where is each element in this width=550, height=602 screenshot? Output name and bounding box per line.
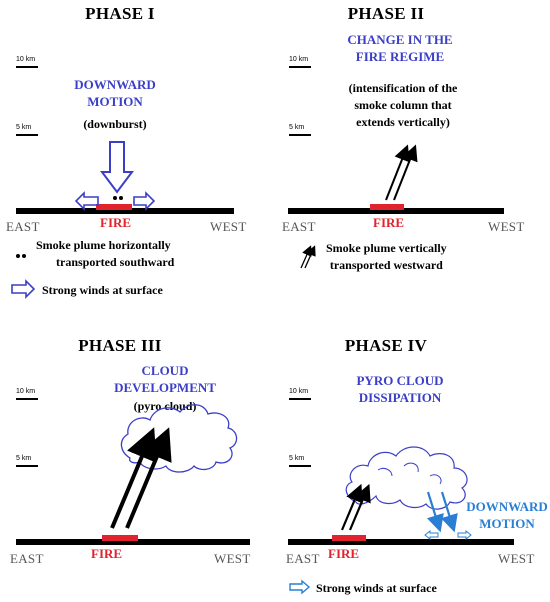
scale-bar-10km bbox=[289, 398, 311, 400]
smoke-dot-icon bbox=[113, 196, 117, 200]
legend-line: transported westward bbox=[329, 258, 443, 272]
scale-bar-5km bbox=[289, 134, 311, 136]
black-label-line: smoke column that bbox=[354, 98, 452, 112]
downburst-label: (downburst) bbox=[83, 117, 147, 131]
fire-label: FIRE bbox=[100, 215, 132, 230]
ground-line bbox=[288, 208, 504, 214]
legend-arrows-text: Smoke plume vertically transported westw… bbox=[326, 240, 447, 274]
legend-line: Smoke plume horizontally bbox=[36, 238, 171, 252]
blue-label-line: DISSIPATION bbox=[358, 390, 442, 405]
blue-label-line: MOTION bbox=[479, 516, 535, 531]
scale-label-10km: 10 km bbox=[16, 56, 36, 63]
ground-line bbox=[288, 539, 514, 545]
legend-wind-arrow-icon bbox=[11, 279, 36, 299]
ground-line bbox=[16, 208, 234, 214]
east-label: EAST bbox=[6, 219, 40, 234]
fire-label: FIRE bbox=[91, 546, 123, 561]
west-label: WEST bbox=[488, 219, 525, 234]
east-label: EAST bbox=[286, 551, 320, 566]
pyro-cloud-dissipation-label: PYRO CLOUD DISSIPATION bbox=[340, 372, 460, 406]
smoke-column-arrow bbox=[393, 144, 418, 201]
west-label: WEST bbox=[214, 551, 251, 566]
black-label-line: extends vertically) bbox=[356, 115, 450, 129]
fire-bar bbox=[370, 204, 404, 210]
scale-label-5km: 5 km bbox=[289, 124, 305, 131]
surface-wind-left-arrow-icon bbox=[74, 191, 99, 211]
phase-2-title: PHASE II bbox=[347, 4, 425, 23]
downburst-arrow-icon bbox=[100, 141, 134, 194]
scale-bar-5km bbox=[289, 465, 311, 467]
intensification-label: (intensification of the smoke column tha… bbox=[318, 80, 488, 131]
scale-label-5km: 5 km bbox=[289, 455, 305, 462]
fire-bar bbox=[96, 204, 132, 210]
surface-wind-left-arrow-icon bbox=[424, 529, 439, 541]
black-label-line: (intensification of the bbox=[348, 81, 458, 95]
legend-light-winds-text: Strong winds at surface bbox=[316, 581, 437, 595]
scale-label-10km: 10 km bbox=[289, 388, 309, 395]
blue-label-line: FIRE REGIME bbox=[355, 49, 445, 64]
downward-motion-arrow bbox=[426, 491, 444, 533]
legend-vertical-arrow-icon bbox=[300, 245, 312, 269]
smoke-column-arrow bbox=[110, 427, 157, 529]
legend-winds-text: Strong winds at surface bbox=[42, 283, 163, 297]
surface-wind-right-arrow-icon bbox=[133, 191, 156, 211]
downward-motion-label: DOWNWARD MOTION bbox=[50, 76, 180, 110]
pyro-cloud-icon bbox=[120, 404, 238, 473]
downward-motion-arrow bbox=[440, 491, 458, 533]
fire-label: FIRE bbox=[373, 215, 405, 230]
legend-line: transported southward bbox=[56, 255, 175, 269]
legend-dot-icon bbox=[16, 254, 20, 258]
smoke-column-arrow bbox=[348, 483, 371, 531]
pyro-cloud-label: (pyro cloud) bbox=[133, 399, 197, 413]
downward-motion-side-label: DOWNWARD MOTION bbox=[464, 498, 550, 532]
phase-1-title: PHASE I bbox=[85, 4, 155, 23]
west-label: WEST bbox=[498, 551, 535, 566]
dissipating-cloud-icon bbox=[345, 446, 468, 510]
blue-label-line: CLOUD bbox=[141, 363, 189, 378]
blue-label-line: PYRO CLOUD bbox=[356, 373, 444, 388]
phase-4-title: PHASE IV bbox=[344, 336, 428, 355]
legend-dots-text: Smoke plume horizontally transported sou… bbox=[36, 237, 174, 271]
scale-bar-5km bbox=[16, 465, 38, 467]
scale-label-5km: 5 km bbox=[16, 455, 32, 462]
scale-bar-10km bbox=[289, 66, 311, 68]
blue-label-line: DEVELOPMENT bbox=[114, 380, 216, 395]
fire-label: FIRE bbox=[328, 546, 360, 561]
legend-vertical-arrow-icon bbox=[304, 245, 316, 269]
ground-line bbox=[16, 539, 250, 545]
smoke-dot-icon bbox=[119, 196, 123, 200]
scale-bar-10km bbox=[16, 66, 38, 68]
blue-label-line: DOWNWARD bbox=[466, 499, 548, 514]
legend-dot-icon bbox=[22, 254, 26, 258]
blue-label-line: CHANGE IN THE bbox=[347, 32, 453, 47]
legend-light-wind-arrow-icon bbox=[289, 579, 311, 595]
scale-bar-10km bbox=[16, 398, 38, 400]
fire-regime-label: CHANGE IN THE FIRE REGIME bbox=[320, 31, 480, 65]
scale-label-5km: 5 km bbox=[16, 124, 32, 131]
scale-bar-5km bbox=[16, 134, 38, 136]
east-label: EAST bbox=[282, 219, 316, 234]
fire-bar bbox=[332, 535, 366, 541]
blue-label-line: DOWNWARD bbox=[74, 77, 156, 92]
fire-bar bbox=[102, 535, 138, 541]
scale-label-10km: 10 km bbox=[289, 56, 309, 63]
surface-wind-right-arrow-icon bbox=[457, 529, 472, 541]
cloud-detail-icon bbox=[377, 462, 442, 485]
west-label: WEST bbox=[210, 219, 247, 234]
scale-label-10km: 10 km bbox=[16, 388, 36, 395]
smoke-column-arrow bbox=[385, 144, 410, 201]
legend-line: Smoke plume vertically bbox=[326, 241, 447, 255]
smoke-column-arrow bbox=[125, 427, 172, 529]
east-label: EAST bbox=[10, 551, 44, 566]
phase-3-title: PHASE III bbox=[78, 336, 162, 355]
cloud-development-label: CLOUD DEVELOPMENT bbox=[90, 362, 240, 396]
blue-label-line: MOTION bbox=[87, 94, 143, 109]
